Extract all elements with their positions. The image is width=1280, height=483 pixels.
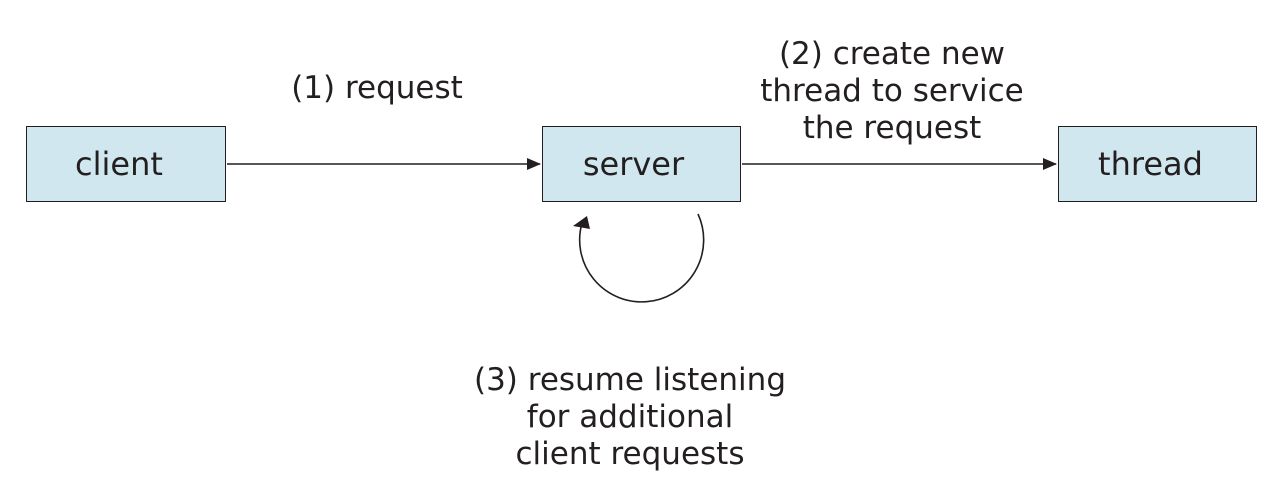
- create-thread-label-line-2: thread to service: [760, 73, 1024, 109]
- resume-listening-label-line-2: for additional: [526, 399, 734, 435]
- loop-arrowhead: [573, 216, 590, 229]
- resume-listening-label: (3) resume listening for additional clie…: [470, 362, 790, 473]
- thread-node: thread: [1058, 126, 1257, 202]
- resume-listening-label-line-3: client requests: [515, 436, 745, 472]
- create-thread-label-line-3: the request: [802, 110, 982, 146]
- create-thread-label: (2) create new thread to service the req…: [752, 36, 1032, 147]
- create-thread-label-line-1: (2) create new: [778, 36, 1006, 72]
- resume-listening-label-line-1: (3) resume listening: [473, 362, 786, 398]
- client-node: client: [26, 126, 226, 202]
- client-node-label: client: [75, 145, 163, 183]
- thread-node-label: thread: [1098, 145, 1203, 183]
- request-label: (1) request: [291, 70, 463, 106]
- resume-listening-loop-arrow: [578, 213, 705, 303]
- server-node-label: server: [582, 145, 685, 183]
- server-node: server: [542, 126, 741, 202]
